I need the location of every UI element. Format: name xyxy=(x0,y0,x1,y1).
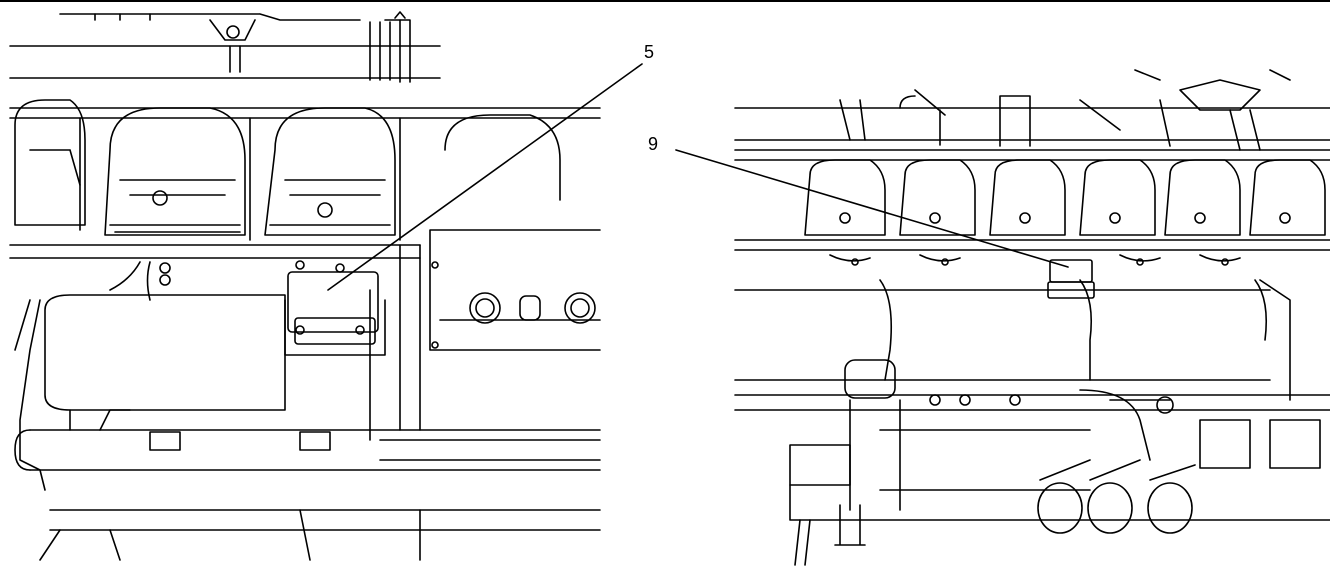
right-callout-label: 9 xyxy=(648,134,658,154)
right-filters xyxy=(1037,459,1196,534)
left-callout-leader xyxy=(327,63,643,291)
right-aftercooler-housing xyxy=(734,279,1291,401)
left-head-rail xyxy=(9,107,601,259)
left-engine-view: 5 xyxy=(9,11,654,561)
left-side-panel xyxy=(379,229,601,461)
left-aftercooler-housing xyxy=(14,289,601,471)
right-callout-leader xyxy=(675,149,1069,268)
right-valve-covers xyxy=(804,159,1326,236)
right-cover-plates xyxy=(789,419,1330,566)
right-engine-view: 9 xyxy=(648,69,1330,566)
right-lower-assembly xyxy=(734,359,1330,511)
left-top-pipe xyxy=(9,11,441,83)
left-bottom-structure xyxy=(39,509,601,561)
left-wiring xyxy=(14,261,171,491)
right-wiring xyxy=(829,254,1241,266)
left-valve-covers xyxy=(14,99,561,241)
top-border-rule xyxy=(0,0,1330,2)
left-callout-label: 5 xyxy=(644,42,654,62)
right-top-pipe xyxy=(734,69,1330,151)
